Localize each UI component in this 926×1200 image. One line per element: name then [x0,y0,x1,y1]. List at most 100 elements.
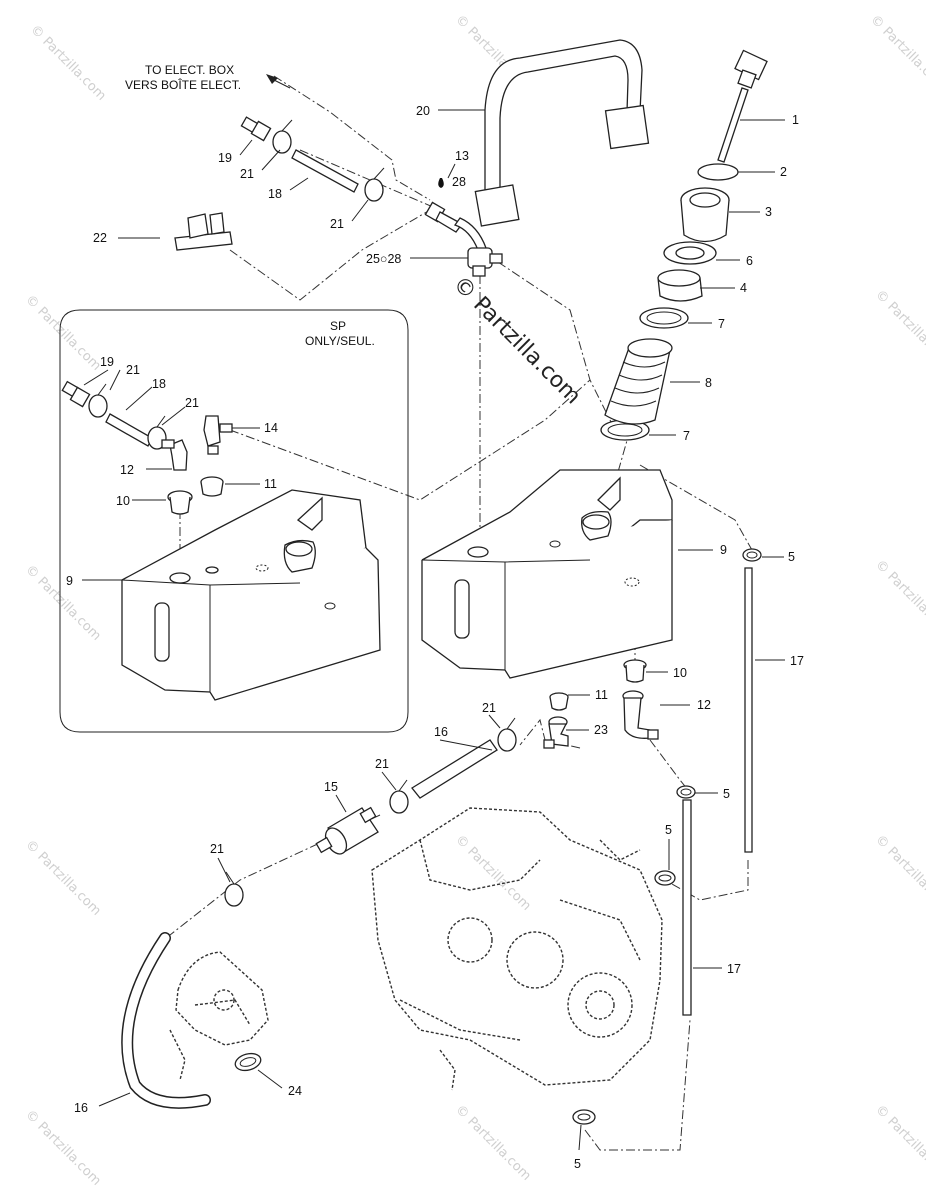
clamp-part-5-b [676,785,696,799]
label-part-11-inset: 11 [264,477,277,491]
vent-fitting-part-19-top [240,116,272,142]
clamp-part-21-mid-b [389,779,409,814]
label-part-16-upper: 16 [434,725,448,739]
hose-part-18-top [291,149,359,193]
elbow-part-12-main [622,690,659,740]
label-part-6: 6 [746,254,753,268]
label-part-18-inset: 18 [152,377,166,391]
clamp-part-5-c [654,870,676,886]
clamp-part-21-inset-a [88,383,108,418]
fuel-tank-part-9-inset [119,489,381,701]
label-part-23: 23 [594,723,608,737]
label-part-10-inset: 10 [116,494,130,508]
watermark-text: © Partzilla.com [22,837,104,919]
hose-part-16-lower [121,932,211,1109]
sp-label: SP [330,319,346,333]
clamp-part-21-top-b [364,167,385,202]
label-part-5-d: 5 [574,1157,581,1171]
clamp-part-21-low [224,871,244,907]
bellows-part-8 [604,338,673,425]
hose-fill [122,933,210,1108]
label-part-7-lower: 7 [683,429,690,443]
grommet-part-11-inset [200,476,224,497]
watermark-text: © Partzilla.com [452,832,534,914]
fuel-filter-part-15 [315,806,379,855]
filler-neck-part-3 [680,187,730,243]
label-part-21-mid-a: 21 [482,701,496,715]
grommet-part-11-main [549,692,569,711]
fuel-tank-part-9-main [421,469,673,679]
grommet-part-10-inset [167,490,193,515]
clamp-part-21-top-a [272,119,293,154]
label-part-19-inset: 19 [100,355,114,369]
label-part-13: 13 [455,149,469,163]
watermark-text: © Partzilla.com [27,22,109,104]
note-to-elect-box: TO ELECT. BOX [145,63,234,77]
label-part-2: 2 [780,165,787,179]
drop-part-13 [438,178,444,188]
note-vers-boite: VERS BOÎTE ELECT. [125,77,241,92]
label-part-21-mid-b: 21 [375,757,389,771]
watermark-text: © Partzilla.com [872,1102,926,1184]
clamp-part-21-mid-a [497,717,517,752]
label-part-28: 28 [452,175,466,189]
elbow-part-23 [543,716,569,749]
tee-fitting-part-25 [453,217,503,277]
clamp-part-24 [234,1052,262,1072]
watermark-text: © Partzilla.com [452,1102,534,1184]
nut-part-4 [657,269,703,302]
elbow-part-14-inset [203,415,233,455]
watermark-text: © Partzilla.com [872,832,926,914]
label-part-24: 24 [288,1084,302,1098]
clamp-part-7-upper [639,307,689,329]
label-part-7-upper: 7 [718,317,725,331]
label-part-18-top: 18 [268,187,282,201]
grommet-part-10-main [623,659,647,683]
vent-fitting-part-19-inset [61,380,91,408]
label-part-9-main: 9 [720,543,727,557]
hose-part-18-inset [105,413,153,447]
elbow-part-12-inset [161,439,188,471]
label-part-16-lower: 16 [74,1101,88,1115]
label-part-21-inset-b: 21 [185,396,199,410]
watermark-text: © Partzilla.com [22,1107,104,1189]
label-part-20: 20 [416,104,430,118]
fuel-pump-ghost [169,951,269,1081]
clamp-part-5-a [742,548,762,562]
watermark-text: © Partzilla.com [22,562,104,644]
label-part-22: 22 [93,231,107,245]
leader-lines [82,109,785,1151]
clip-part-22 [174,212,233,251]
label-part-14: 14 [264,421,278,435]
watermark-text: © Partzilla.com [22,292,104,374]
label-part-21-low: 21 [210,842,224,856]
watermark-center: © Partzilla.com [448,272,586,410]
label-part-15: 15 [324,780,338,794]
arrow-head [266,74,278,84]
watermark-text: © Partzilla.com [867,12,926,94]
label-part-21-inset-a: 21 [126,363,140,377]
label-part-8: 8 [705,376,712,390]
label-part-21-top-b: 21 [330,217,344,231]
label-part-5-b: 5 [723,787,730,801]
label-part-10-main: 10 [673,666,687,680]
o-ring-part-2 [697,163,739,181]
label-part-5-a: 5 [788,550,795,564]
valve-part-28 [424,201,463,233]
label-part-4: 4 [740,281,747,295]
watermark-text: © Partzilla.com [872,557,926,639]
watermark-text: © Partzilla.com [872,287,926,369]
part-number-labels: 1 2 3 6 4 7 8 7 9 5 17 10 11 12 23 5 5 1… [66,104,804,1171]
label-part-12-main: 12 [697,698,711,712]
label-part-17-middle: 17 [727,962,741,976]
dipstick-part-1 [717,49,768,163]
washer-hole [675,246,705,260]
clamp-part-5-d [572,1109,596,1125]
label-part-5-c: 5 [665,823,672,837]
label-part-1: 1 [792,113,799,127]
label-part-12-inset: 12 [120,463,134,477]
sp-only-inset: SP ONLY/SEUL. [59,309,409,733]
label-part-3: 3 [765,205,772,219]
label-part-11-main: 11 [595,688,608,702]
